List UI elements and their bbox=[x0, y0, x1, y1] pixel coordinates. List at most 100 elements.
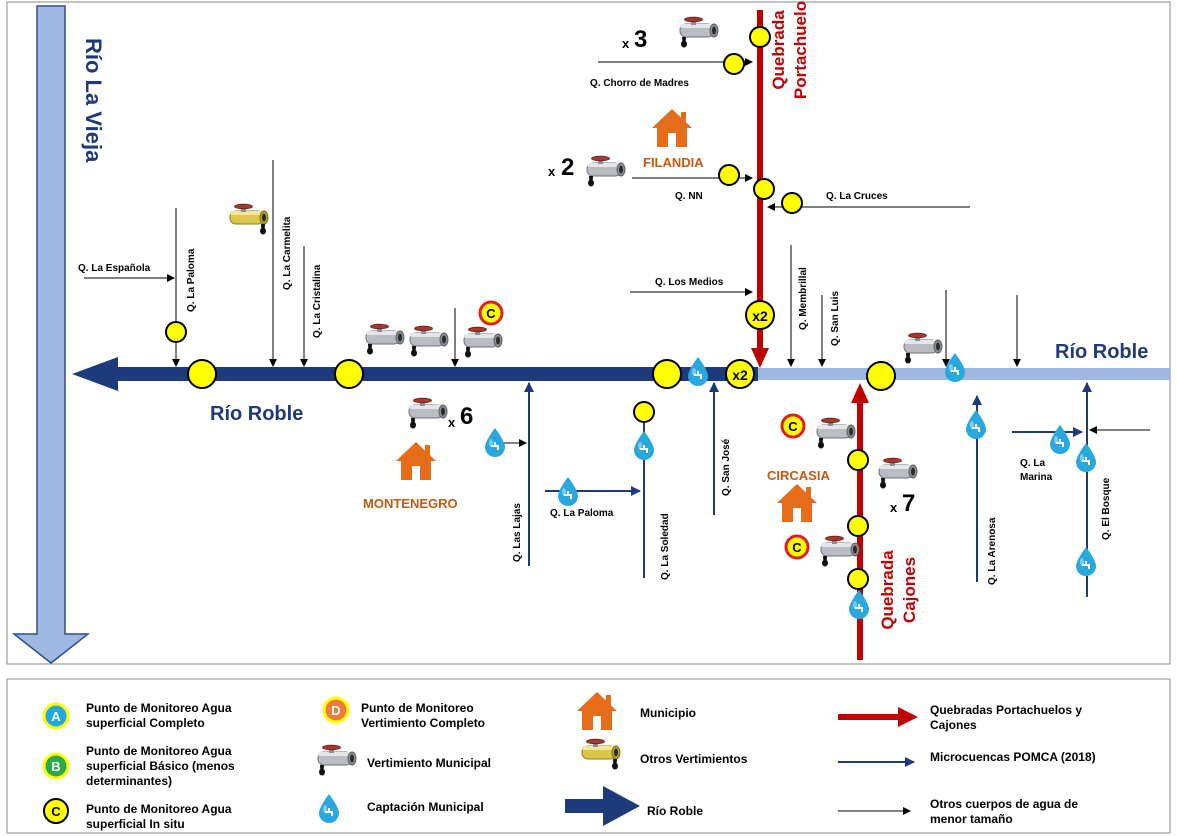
legend-rio-roble: Río Roble bbox=[647, 804, 703, 818]
svg-text:3: 3 bbox=[634, 26, 647, 53]
label-circasia: CIRCASIA bbox=[767, 468, 830, 483]
label-filandia: FILANDIA bbox=[643, 155, 704, 170]
svg-text:x: x bbox=[890, 500, 898, 515]
count-x3: x 3 bbox=[622, 26, 647, 53]
svg-text:x: x bbox=[448, 415, 456, 430]
label-la-soledad: Q. La Soledad bbox=[660, 513, 671, 580]
vertimiento-icon bbox=[365, 323, 405, 355]
label-el-bosque: Q. El Bosque bbox=[1101, 477, 1112, 540]
svg-text:x: x bbox=[548, 164, 556, 179]
legend-quebradas-line2: Cajones bbox=[930, 718, 977, 732]
legend-c-marker: C bbox=[43, 798, 69, 824]
svg-text:7: 7 bbox=[902, 490, 915, 517]
rio-roble-label-right: Río Roble bbox=[1055, 341, 1148, 363]
legend-a-line2: superficial Completo bbox=[86, 716, 205, 730]
legend-d-marker: D bbox=[322, 696, 350, 724]
captacion-icon bbox=[634, 431, 654, 460]
legend-c-line2: superficial In situ bbox=[86, 817, 185, 831]
label-chorro: Q. Chorro de Madres bbox=[590, 78, 689, 89]
otro-vertimiento-icon bbox=[229, 203, 269, 235]
municipio-icon-filandia bbox=[652, 109, 692, 147]
legend-otros-vertimientos: Otros Vertimientos bbox=[640, 752, 748, 766]
captacion-icon bbox=[1050, 425, 1070, 454]
legend-d-line1: Punto de Monitoreo bbox=[361, 701, 474, 715]
label-membrillal: Q. Membrillal bbox=[798, 267, 809, 330]
rio-roble-arrow bbox=[72, 357, 758, 391]
legend-b-line3: determinantes) bbox=[86, 774, 172, 788]
count-x2-filandia: x 2 bbox=[548, 154, 574, 181]
legend-c-line1: Punto de Monitoreo Agua bbox=[86, 802, 232, 816]
legend-frame bbox=[6, 678, 1171, 834]
vertimiento-icon bbox=[409, 325, 449, 357]
label-san-jose: Q. San José bbox=[721, 438, 732, 496]
captacion-icon bbox=[558, 477, 578, 506]
rio-la-vieja-label: Río La Vieja bbox=[81, 38, 106, 163]
legend-b-line1: Punto de Monitoreo Agua bbox=[86, 744, 232, 758]
cajones-label-2: Cajones bbox=[900, 557, 919, 623]
svg-text:x2: x2 bbox=[752, 308, 768, 324]
svg-text:A: A bbox=[51, 709, 61, 724]
rio-la-vieja bbox=[11, 5, 91, 664]
legend-municipio: Municipio bbox=[640, 706, 696, 720]
vertimiento-icon bbox=[820, 535, 860, 567]
svg-text:B: B bbox=[51, 759, 60, 774]
legend-rio-roble-arrow bbox=[565, 786, 640, 826]
c-marker-2: C bbox=[780, 413, 806, 439]
municipio-icon-montenegro bbox=[396, 442, 436, 480]
legend-otro-vertimiento-icon bbox=[581, 738, 621, 770]
c-marker-3: C bbox=[784, 534, 810, 560]
cajones-label-1: Quebrada bbox=[878, 550, 897, 630]
legend-vertimiento-icon bbox=[317, 744, 357, 776]
label-la-arenosa: Q. La Arenosa bbox=[987, 517, 998, 585]
municipio-icon-circasia bbox=[777, 484, 817, 522]
point-x2-junction: x2 bbox=[725, 359, 755, 389]
count-x7: x 7 bbox=[890, 490, 915, 517]
c-marker-1: C bbox=[478, 300, 504, 326]
label-la-marina-1: Q. La bbox=[1020, 458, 1045, 469]
label-la-espanola: Q. La Española bbox=[78, 263, 151, 274]
captacion-icon bbox=[849, 590, 869, 619]
label-la-marina-2: Marina bbox=[1020, 472, 1053, 483]
legend-microcuencas: Microcuencas POMCA (2018) bbox=[930, 750, 1096, 764]
vertimiento-icon bbox=[816, 417, 856, 449]
rio-roble-label-left: Río Roble bbox=[210, 403, 303, 425]
label-la-paloma-n: Q. La Paloma bbox=[186, 248, 197, 312]
count-x6: x 6 bbox=[448, 403, 473, 430]
legend-captacion: Captación Municipal bbox=[367, 800, 484, 814]
svg-text:C: C bbox=[792, 540, 802, 555]
point-x2-top: x2 bbox=[745, 300, 775, 330]
svg-text:2: 2 bbox=[561, 154, 574, 181]
svg-text:C: C bbox=[51, 804, 61, 819]
legend-b-marker: B bbox=[42, 752, 70, 780]
captacion-icon bbox=[688, 357, 708, 386]
diagram-frame bbox=[6, 1, 1171, 665]
captacion-icon bbox=[485, 428, 505, 457]
label-nn: Q. NN bbox=[675, 191, 703, 202]
svg-text:x2: x2 bbox=[732, 367, 748, 383]
legend-b-line2: superficial Básico (menos bbox=[86, 759, 235, 773]
other-water-bodies bbox=[84, 58, 1150, 447]
portachuelo-label-1: Quebrada bbox=[769, 10, 788, 90]
svg-text:C: C bbox=[788, 419, 798, 434]
captacion-icon bbox=[1076, 547, 1096, 576]
vertimiento-icon bbox=[408, 397, 448, 429]
vertimiento-icon bbox=[679, 16, 719, 48]
in-situ-points bbox=[165, 26, 896, 590]
legend-municipio-icon bbox=[577, 692, 617, 730]
label-san-luis: Q. San Luis bbox=[830, 291, 841, 346]
legend-otros-line1: Otros cuerpos de agua de bbox=[930, 797, 1078, 811]
legend-otros-line2: menor tamaño bbox=[930, 812, 1013, 826]
svg-text:x: x bbox=[622, 36, 630, 51]
portachuelo-label-2: Portachuelo bbox=[791, 1, 810, 99]
vertimiento-icon bbox=[463, 326, 503, 358]
legend-a-marker: A bbox=[42, 702, 70, 730]
vertimiento-icon bbox=[586, 155, 626, 187]
svg-text:D: D bbox=[331, 703, 340, 718]
label-montenegro: MONTENEGRO bbox=[363, 496, 458, 511]
captacion-icon bbox=[966, 410, 986, 439]
legend-vertimiento: Vertimiento Municipal bbox=[367, 756, 491, 770]
legend-captacion-icon bbox=[319, 794, 339, 823]
legend-d-line2: Vertimiento Completo bbox=[361, 716, 485, 730]
captacion-icon bbox=[1076, 443, 1096, 472]
